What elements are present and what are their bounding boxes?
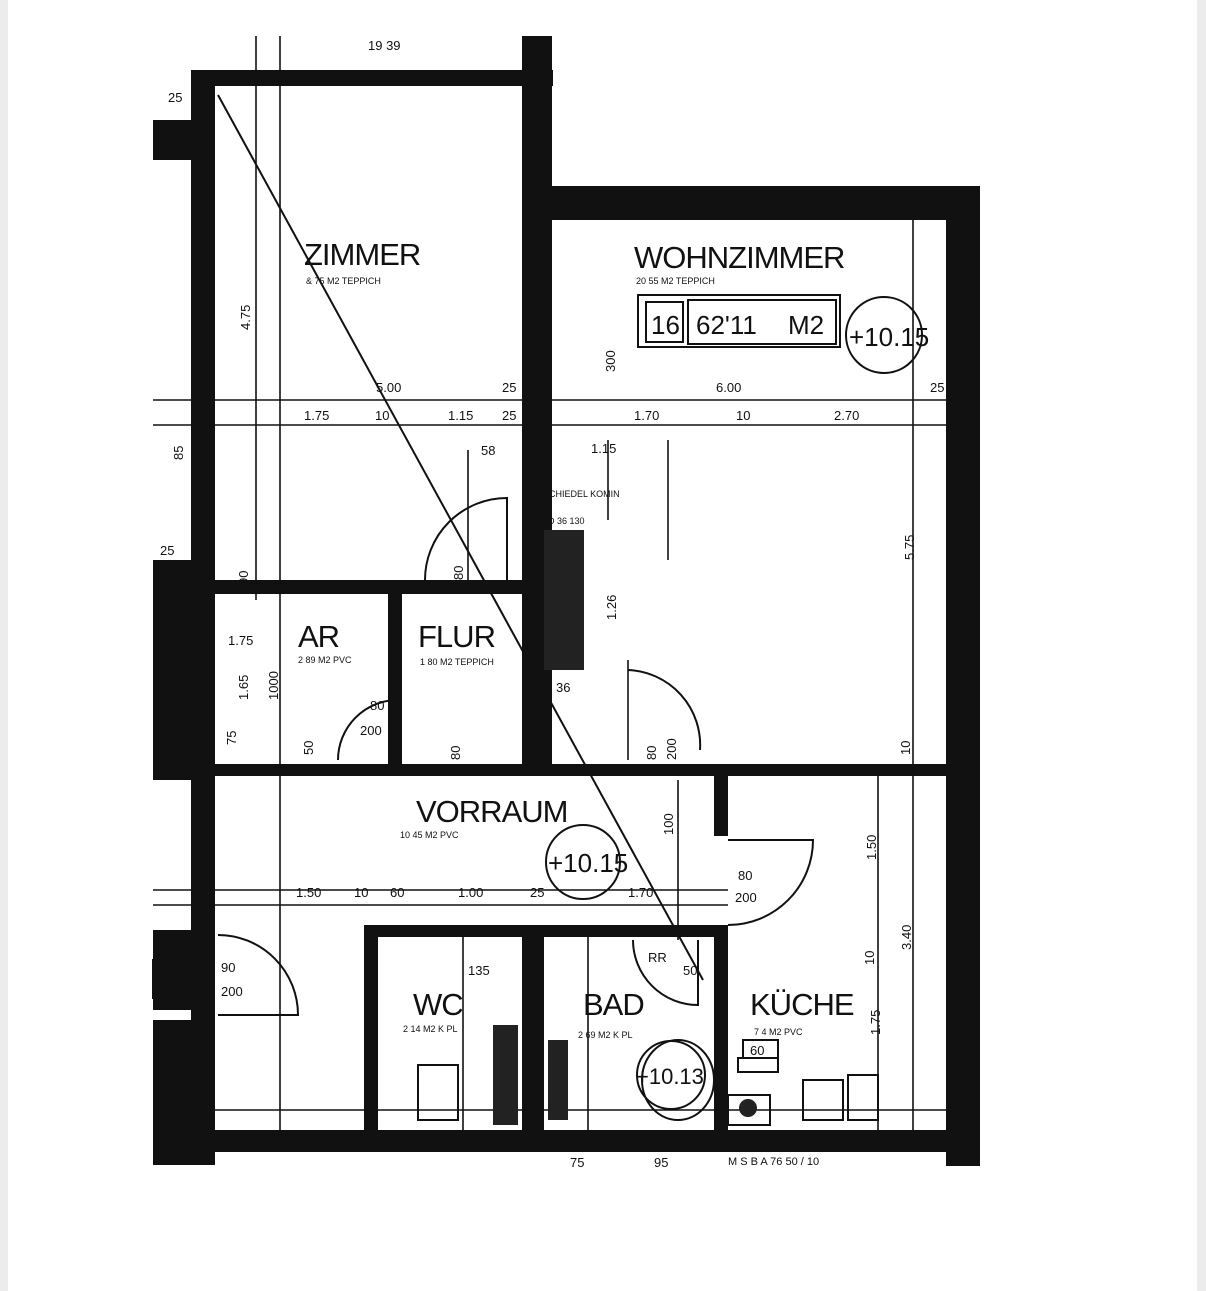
dim-label: 50 [301,741,316,755]
dim-label: 80 [370,698,384,713]
room-sub-kueche: 7 4 M2 PVC [754,1027,803,1037]
floor-plan: ZIMMER & 75 M2 TEPPICH WOHNZIMMER 20 55 … [152,36,980,1170]
dim-label: 50 [683,963,697,978]
dim-label: 25 [160,543,174,558]
dim-label: 100 [661,813,676,835]
room-sub-flur: 1 80 M2 TEPPICH [420,657,494,667]
dim-label: 10 [375,408,389,423]
dim-label: 60 [750,1043,764,1058]
dim-label: 80 [451,566,466,580]
dim-label: 85 [171,446,186,460]
unit-area: 62'11 [696,310,757,340]
doors [217,496,815,1016]
dim-label: 300 [603,350,618,372]
dim-label: 60 [390,885,404,900]
dim-label: 75 [570,1155,584,1170]
dim-label: 90 [221,960,235,975]
elevation-vorraum: +10.15 [548,848,628,878]
room-name-bad: BAD [583,987,644,1022]
dim-label: 5.75 [902,535,917,560]
dim-label: 25 [168,90,182,105]
dim-label: 200 [221,984,243,999]
room-sub-zimmer: & 75 M2 TEPPICH [306,276,381,286]
room-sub-ar: 2 89 M2 PVC [298,655,352,665]
elevation-bad: +10.13 [636,1064,704,1089]
fixtures [417,1025,879,1126]
outer-walls [153,36,980,1166]
elevation-markers: +10.15 +10.15 +10.13 [545,296,929,1110]
dim-label: 19 39 [368,38,401,53]
entrance-number: 16 [153,964,182,994]
dim-label: 1.70 [628,885,653,900]
room-name-wohnzimmer: WOHNZIMMER [634,240,844,275]
dim-label: 1.00 [458,885,483,900]
room-sub-bad: 2 69 M2 K PL [578,1030,633,1040]
dim-label: 10 [862,951,877,965]
unit-area-unit: M2 [788,310,824,340]
interior-walls [215,530,980,1130]
room-name-wc: WC [413,987,463,1022]
dim-label: 10 [898,741,913,755]
dim-label: 135 [468,963,490,978]
dim-label: 10 [736,408,750,423]
dim-label: 1.75 [868,1010,883,1035]
dim-label: 36 [556,680,570,695]
dimension-grid [153,36,980,1150]
dim-label: 1.15 [448,408,473,423]
dim-label: 25 [502,408,516,423]
unit-area-box: 16 62'11 M2 [637,294,841,348]
dim-label: 1.26 [604,595,619,620]
room-name-flur: FLUR [418,619,495,654]
dim-label: 200 [735,890,757,905]
dim-label: 25 [502,380,516,395]
dim-label: 1.50 [864,835,879,860]
misc-labels: SCHIEDEL KOMIN D 36 130 RR M S B A 76 50… [156,489,819,1168]
chimney-label: SCHIEDEL KOMIN [543,489,620,499]
room-name-kueche: KÜCHE [750,987,854,1022]
dim-label: 10 [354,885,368,900]
room-sub-wc: 2 14 M2 K PL [403,1024,458,1034]
dim-label: 25 [530,885,544,900]
room-labels: ZIMMER & 75 M2 TEPPICH WOHNZIMMER 20 55 … [298,237,855,1040]
unit-number: 16 [651,310,680,340]
dim-label: 1.75 [228,633,253,648]
dim-label: 80 [448,746,463,760]
dim-label: 1.65 [236,675,251,700]
dim-label: 58 [481,443,495,458]
entrance-marker: 16 [152,959,190,999]
dim-label: 2.70 [834,408,859,423]
dim-label: 5.00 [376,380,401,395]
chimney-sub: D 36 130 [548,516,585,526]
dim-label: 80 [644,746,659,760]
room-name-vorraum: VORRAUM [416,794,567,829]
dim-label: 80 [738,868,752,883]
dim-label: 4.75 [238,305,253,330]
dim-label: 1000 [266,671,281,700]
elevation-wohnzimmer: +10.15 [849,322,929,352]
dim-label: 6.00 [716,380,741,395]
dim-label: 95 [654,1155,668,1170]
dim-label: 200 [360,723,382,738]
rr-label: RR [648,950,667,965]
room-name-zimmer: ZIMMER [304,237,420,272]
room-sub-wohnzimmer: 20 55 M2 TEPPICH [636,276,715,286]
dim-label: 25 [930,380,944,395]
dim-label: 1.50 [296,885,321,900]
room-name-ar: AR [298,619,339,654]
dim-label: 3.40 [899,925,914,950]
plan-sheet: ZIMMER & 75 M2 TEPPICH WOHNZIMMER 20 55 … [8,0,1197,1291]
room-sub-vorraum: 10 45 M2 PVC [400,830,459,840]
dim-label: 90 [236,571,251,585]
side-room-label: ZIMMER [156,1078,181,1165]
msb-label: M S B A 76 50 / 10 [728,1156,819,1168]
dim-label: 1.70 [634,408,659,423]
dim-label: 1.75 [304,408,329,423]
dimension-labels: 19 39 25 4.75 300 5.00 25 6.00 25 1.75 1… [160,38,944,1170]
dim-label: 75 [224,731,239,745]
dim-label: 200 [664,738,679,760]
dim-label: 1.15 [591,441,616,456]
